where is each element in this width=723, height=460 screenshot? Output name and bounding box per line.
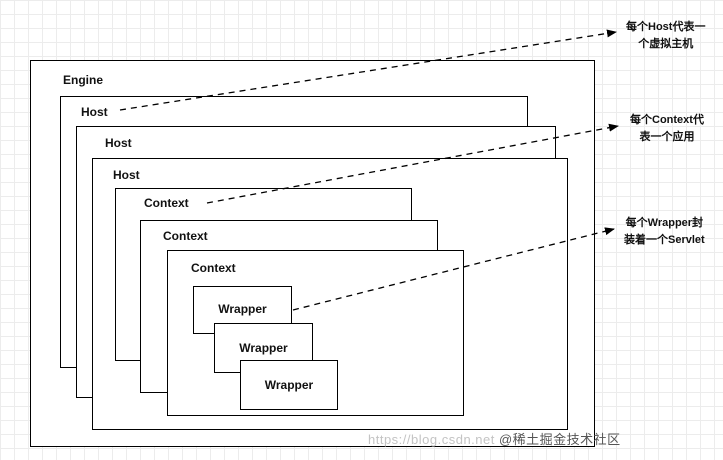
- context-label-3: Context: [191, 261, 236, 275]
- host-note: 每个Host代表一 个虚拟主机: [626, 19, 705, 53]
- wrapper-arrow: [292, 227, 615, 311]
- wrapper-box-3: Wrapper: [240, 360, 338, 410]
- engine-label: Engine: [63, 73, 104, 87]
- wrapper-note-line-1: 每个Wrapper封: [625, 217, 704, 229]
- context-note: 每个Context代 表一个应用: [630, 112, 704, 146]
- host-note-line-1: 每个Host代表一: [626, 21, 706, 33]
- watermark: https://blog.csdn.net @稀土掘金技术社区: [368, 429, 621, 448]
- context-label-2: Context: [163, 229, 208, 243]
- context-label-1: Context: [144, 196, 189, 210]
- context-note-line-2: 表一个应用: [639, 131, 695, 143]
- wrapper-label-1: Wrapper: [218, 302, 267, 316]
- wrapper-label-3: Wrapper: [264, 378, 314, 392]
- context-note-line-1: 每个Context代: [630, 114, 704, 126]
- host-arrow: [119, 29, 617, 111]
- watermark-url: https://blog.csdn.net: [368, 432, 495, 447]
- host-label-1: Host: [81, 105, 108, 119]
- wrapper-note-line-2: 装着一个Servlet: [624, 234, 705, 246]
- context-arrow: [206, 123, 619, 204]
- wrapper-label-2: Wrapper: [239, 341, 288, 355]
- host-note-line-2: 个虚拟主机: [638, 38, 694, 50]
- host-label-3: Host: [113, 168, 140, 182]
- host-label-2: Host: [105, 136, 132, 150]
- watermark-author: @稀土掘金技术社区: [498, 432, 621, 447]
- wrapper-note: 每个Wrapper封 装着一个Servlet: [624, 215, 705, 249]
